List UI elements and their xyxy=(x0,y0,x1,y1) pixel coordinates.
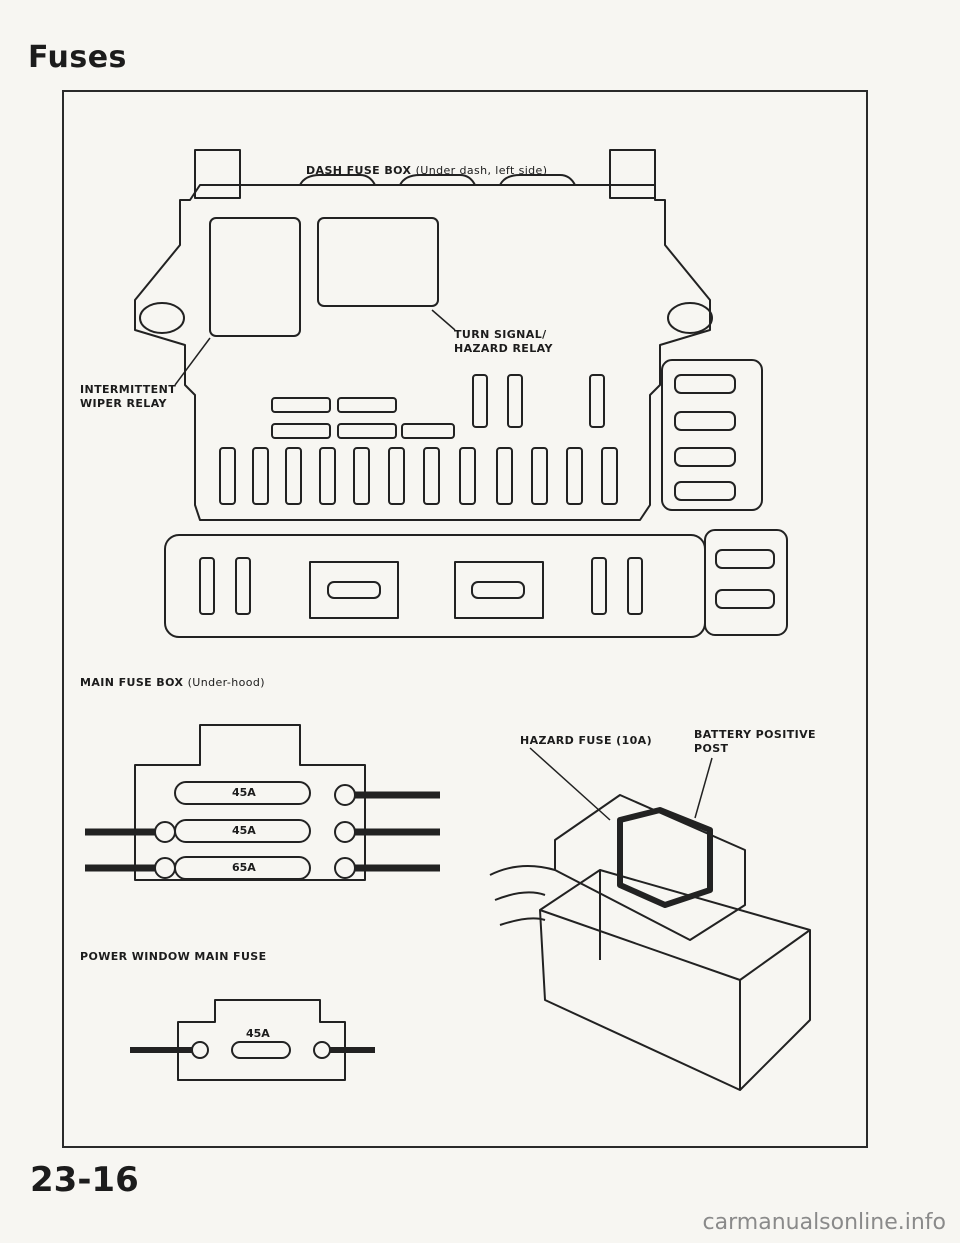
right-mount-hole xyxy=(667,302,713,334)
main-fuse-box-title: MAIN FUSE BOX xyxy=(80,676,184,689)
turn-signal-label: TURN SIGNAL/ HAZARD RELAY xyxy=(454,328,553,356)
wiper-line2: WIPER RELAY xyxy=(80,397,167,410)
dash-fuse-row xyxy=(219,447,618,505)
wiper-relay-label: INTERMITTENT WIPER RELAY xyxy=(80,383,176,411)
main-fuse-3-rating: 65A xyxy=(232,861,256,874)
turn-signal-line1: TURN SIGNAL/ xyxy=(454,328,547,341)
main-fuse-2-rating: 45A xyxy=(232,824,256,837)
battery-line2: POST xyxy=(694,742,729,755)
page-title: Fuses xyxy=(28,40,127,75)
main-side-fuse-block xyxy=(704,529,788,636)
dash-fuse-box-title: DASH FUSE BOX xyxy=(306,164,412,177)
left-mount-hole xyxy=(139,302,185,334)
battery-line1: BATTERY POSITIVE xyxy=(694,728,816,741)
turn-signal-relay xyxy=(317,217,439,307)
battery-post-label: BATTERY POSITIVE POST xyxy=(694,728,816,756)
watermark: carmanualsonline.info xyxy=(702,1210,946,1235)
battery-post-cover xyxy=(554,794,746,941)
fuse-15 xyxy=(589,374,605,428)
turn-signal-line2: HAZARD RELAY xyxy=(454,342,553,355)
diagram-frame xyxy=(62,90,868,1148)
single-fuse-holder xyxy=(177,999,346,1081)
main-fuse-box xyxy=(164,534,706,638)
dash-fuse-box-body xyxy=(134,184,711,521)
power-window-label: POWER WINDOW MAIN FUSE xyxy=(80,950,267,963)
main-fuse-box-sub: (Under-hood) xyxy=(187,676,265,689)
dash-left-tab xyxy=(194,149,241,199)
wiper-relay xyxy=(209,217,301,337)
main-fuse-1-rating: 45A xyxy=(232,786,256,799)
dash-right-tab xyxy=(609,149,656,199)
fuse-14 xyxy=(507,374,523,428)
dash-fuse-box-label: DASH FUSE BOX (Under dash, left side) xyxy=(306,164,547,178)
power-window-rating: 45A xyxy=(246,1027,270,1040)
hazard-fuse-label: HAZARD FUSE (10A) xyxy=(520,734,653,747)
dash-fuse-box-sub: (Under dash, left side) xyxy=(415,164,548,177)
wiper-line1: INTERMITTENT xyxy=(80,383,177,396)
page-number: 23-16 xyxy=(30,1160,139,1200)
dash-side-fuse-block xyxy=(661,359,763,511)
main-fuse-box-label: MAIN FUSE BOX (Under-hood) xyxy=(80,676,265,690)
fuse-13 xyxy=(472,374,488,428)
